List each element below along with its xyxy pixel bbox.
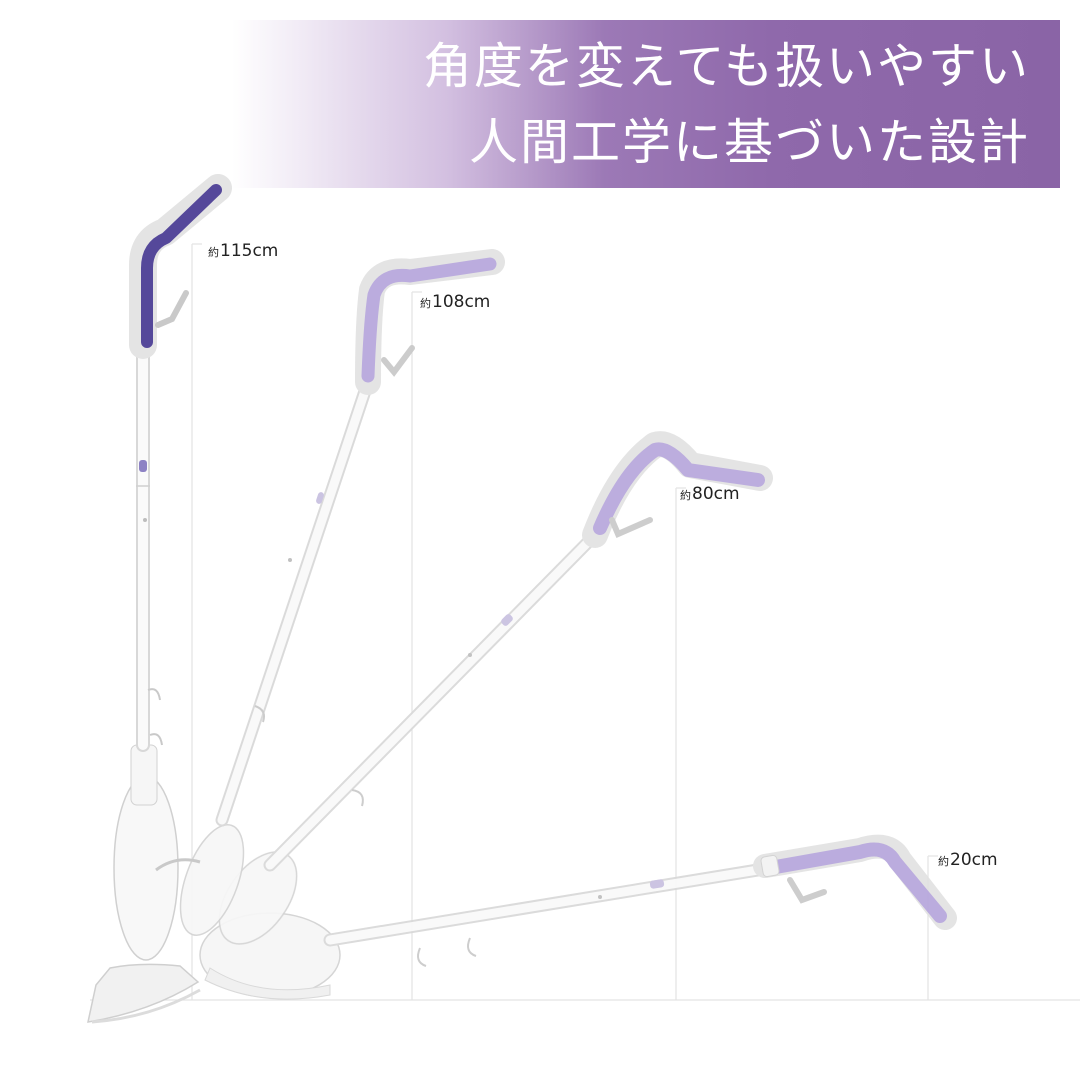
height-label-108: 約108cm <box>420 294 490 311</box>
headline-line-1: 角度を変えても扱いやすい <box>422 38 1030 95</box>
headline-banner: 角度を変えても扱いやすい 人間工学に基づいた設計 <box>232 20 1060 188</box>
height-label-prefix: 約 <box>680 489 691 502</box>
mop-angle-115 <box>87 174 232 1024</box>
height-label-prefix: 約 <box>938 855 949 868</box>
height-label-prefix: 約 <box>208 246 219 259</box>
height-label-115: 約115cm <box>208 243 278 260</box>
mop-angle-20 <box>199 834 957 1000</box>
height-label-value: 20cm <box>950 850 998 870</box>
height-label-prefix: 約 <box>420 297 431 310</box>
height-label-value: 108cm <box>432 292 491 312</box>
mop-angle-108 <box>179 249 505 936</box>
height-label-80: 約80cm <box>680 486 740 503</box>
height-label-20: 約20cm <box>938 852 998 869</box>
height-guide-lines <box>90 243 1080 1001</box>
height-label-value: 115cm <box>220 241 279 261</box>
headline-line-2: 人間工学に基づいた設計 <box>468 114 1030 171</box>
height-label-value: 80cm <box>692 484 740 504</box>
